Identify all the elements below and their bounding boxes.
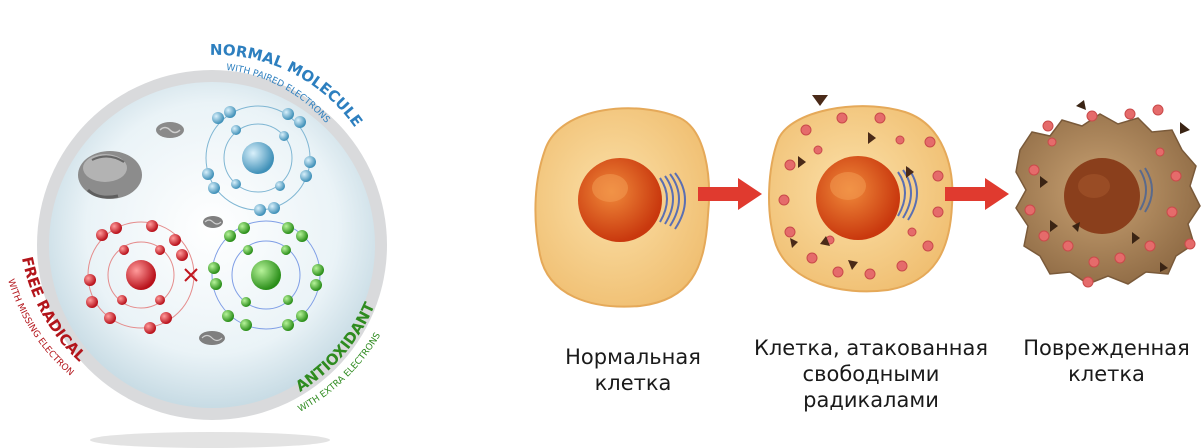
- free-radical-nucleus: [126, 260, 156, 290]
- mitochondrion-icon: [203, 216, 223, 228]
- attacked-cell-nucleus: [816, 156, 900, 240]
- transition-arrow-2: [945, 178, 1009, 210]
- damaged-cell: [1016, 100, 1200, 287]
- attacked-cell-caption: Клетка, атакованная свободными радикалам…: [742, 335, 1000, 413]
- golgi-organelle-icon: [78, 151, 142, 199]
- damaged-cell-caption: Поврежденная клетка: [1010, 335, 1203, 387]
- mitochondrion-icon: [199, 331, 225, 345]
- mitochondrion-icon: [156, 122, 184, 138]
- normal-molecule-nucleus: [242, 142, 274, 174]
- dish-shadow: [90, 432, 330, 448]
- normal-cell-caption: Нормальная клетка: [528, 344, 738, 396]
- antioxidant-nucleus: [251, 260, 281, 290]
- normal-cell-nucleus: [578, 158, 662, 242]
- attacked-cell: [769, 95, 952, 291]
- normal-cell: [535, 108, 709, 306]
